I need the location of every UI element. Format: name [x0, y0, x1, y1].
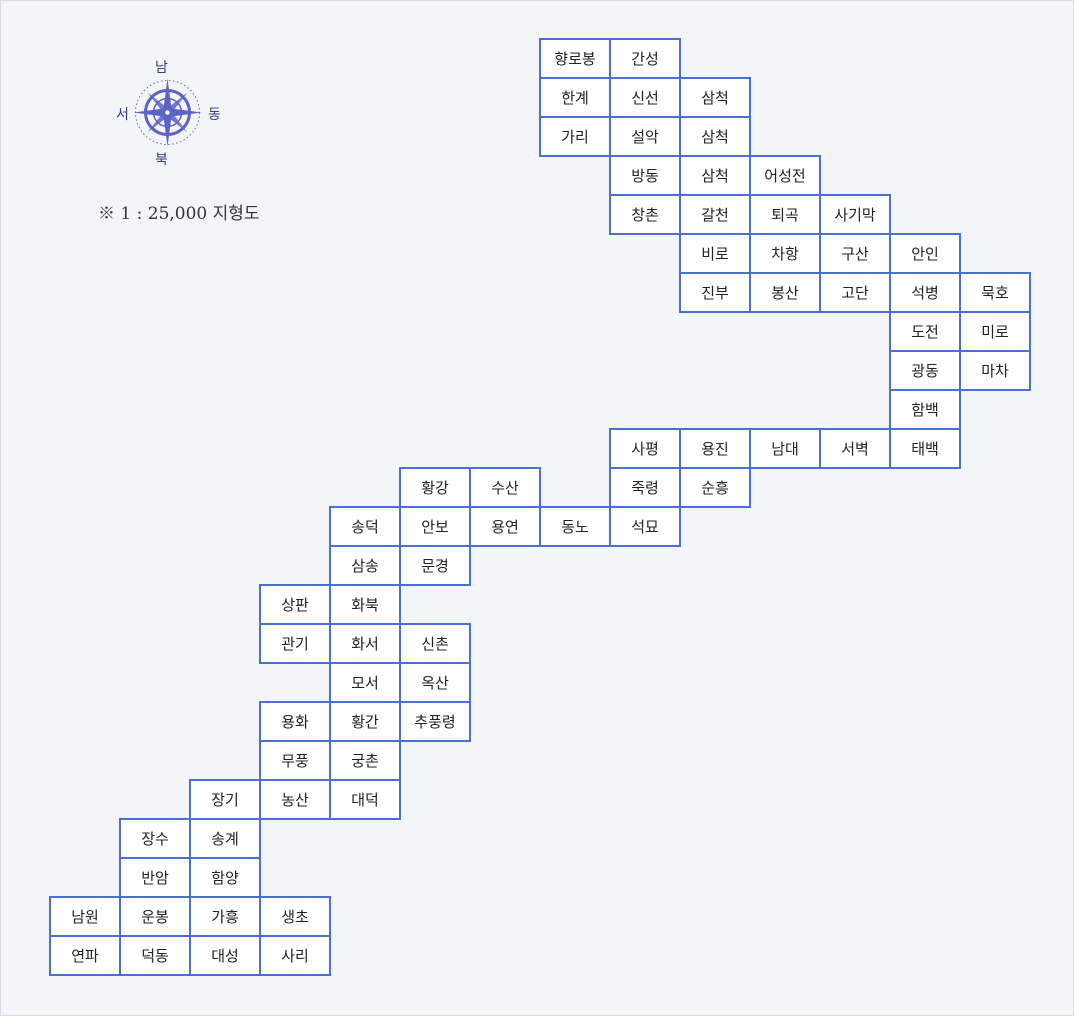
map-sheet-cell[interactable]: 묵호 — [959, 272, 1031, 313]
map-sheet-cell[interactable]: 상판 — [259, 584, 331, 625]
map-sheet-cell[interactable]: 생초 — [259, 896, 331, 937]
map-sheet-cell[interactable]: 한계 — [539, 77, 611, 118]
map-sheet-cell[interactable]: 비로 — [679, 233, 751, 274]
map-sheet-cell[interactable]: 사기막 — [819, 194, 891, 235]
map-sheet-cell[interactable]: 태백 — [889, 428, 961, 469]
compass-label-left: 서 — [116, 107, 129, 123]
map-sheet-cell[interactable]: 구산 — [819, 233, 891, 274]
map-sheet-cell[interactable]: 사평 — [609, 428, 681, 469]
map-sheet-cell[interactable]: 석묘 — [609, 506, 681, 547]
map-sheet-cell[interactable]: 문경 — [399, 545, 471, 586]
map-sheet-cell[interactable]: 설악 — [609, 116, 681, 157]
map-sheet-cell[interactable]: 운봉 — [119, 896, 191, 937]
map-sheet-cell[interactable]: 화북 — [329, 584, 401, 625]
map-sheet-cell[interactable]: 용연 — [469, 506, 541, 547]
map-sheet-cell[interactable]: 송덕 — [329, 506, 401, 547]
map-sheet-cell[interactable]: 방동 — [609, 155, 681, 196]
map-sheet-cell[interactable]: 덕동 — [119, 935, 191, 976]
map-sheet-cell[interactable]: 서벽 — [819, 428, 891, 469]
map-sheet-cell[interactable]: 함백 — [889, 389, 961, 430]
compass-label-top: 남 — [155, 60, 168, 76]
map-sheet-cell[interactable]: 삼척 — [679, 116, 751, 157]
map-sheet-cell[interactable]: 연파 — [49, 935, 121, 976]
map-sheet-cell[interactable]: 광동 — [889, 350, 961, 391]
map-sheet-cell[interactable]: 퇴곡 — [749, 194, 821, 235]
map-sheet-cell[interactable]: 용진 — [679, 428, 751, 469]
map-sheet-cell[interactable]: 농산 — [259, 779, 331, 820]
map-sheet-cell[interactable]: 안보 — [399, 506, 471, 547]
compass-rose-icon — [110, 55, 225, 170]
map-sheet-cell[interactable]: 순흥 — [679, 467, 751, 508]
map-sheet-cell[interactable]: 가리 — [539, 116, 611, 157]
map-sheet-cell[interactable]: 신촌 — [399, 623, 471, 664]
map-sheet-cell[interactable]: 갈천 — [679, 194, 751, 235]
map-sheet-cell[interactable]: 황강 — [399, 467, 471, 508]
map-sheet-cell[interactable]: 마차 — [959, 350, 1031, 391]
map-sheet-cell[interactable]: 신선 — [609, 77, 681, 118]
map-sheet-cell[interactable]: 가흥 — [189, 896, 261, 937]
map-sheet-cell[interactable]: 화서 — [329, 623, 401, 664]
map-sheet-cell[interactable]: 창촌 — [609, 194, 681, 235]
map-sheet-cell[interactable]: 궁촌 — [329, 740, 401, 781]
compass-label-bottom: 북 — [155, 152, 168, 168]
map-sheet-cell[interactable]: 죽령 — [609, 467, 681, 508]
scale-note: ※ 1 : 25,000 지형도 — [98, 204, 260, 224]
map-sheet-cell[interactable]: 삼송 — [329, 545, 401, 586]
map-sheet-cell[interactable]: 남원 — [49, 896, 121, 937]
map-sheet-cell[interactable]: 차항 — [749, 233, 821, 274]
map-sheet-cell[interactable]: 안인 — [889, 233, 961, 274]
compass-label-right: 동 — [208, 107, 221, 123]
map-sheet-cell[interactable]: 황간 — [329, 701, 401, 742]
map-sheet-cell[interactable]: 삼척 — [679, 155, 751, 196]
map-sheet-cell[interactable]: 삼척 — [679, 77, 751, 118]
map-sheet-cell[interactable]: 장수 — [119, 818, 191, 859]
map-sheet-cell[interactable]: 장기 — [189, 779, 261, 820]
map-sheet-cell[interactable]: 용화 — [259, 701, 331, 742]
map-sheet-cell[interactable]: 추풍령 — [399, 701, 471, 742]
map-sheet-cell[interactable]: 향로봉 — [539, 38, 611, 79]
map-sheet-cell[interactable]: 어성전 — [749, 155, 821, 196]
map-sheet-cell[interactable]: 함양 — [189, 857, 261, 898]
map-sheet-cell[interactable]: 미로 — [959, 311, 1031, 352]
map-sheet-cell[interactable]: 봉산 — [749, 272, 821, 313]
map-sheet-cell[interactable]: 송계 — [189, 818, 261, 859]
map-sheet-cell[interactable]: 대덕 — [329, 779, 401, 820]
map-sheet-cell[interactable]: 동노 — [539, 506, 611, 547]
map-sheet-cell[interactable]: 사리 — [259, 935, 331, 976]
map-sheet-cell[interactable]: 무풍 — [259, 740, 331, 781]
map-sheet-cell[interactable]: 수산 — [469, 467, 541, 508]
map-sheet-cell[interactable]: 옥산 — [399, 662, 471, 703]
map-sheet-cell[interactable]: 진부 — [679, 272, 751, 313]
map-sheet-cell[interactable]: 모서 — [329, 662, 401, 703]
map-sheet-cell[interactable]: 고단 — [819, 272, 891, 313]
map-sheet-cell[interactable]: 석병 — [889, 272, 961, 313]
map-sheet-cell[interactable]: 도전 — [889, 311, 961, 352]
map-sheet-cell[interactable]: 남대 — [749, 428, 821, 469]
map-sheet-cell[interactable]: 반암 — [119, 857, 191, 898]
map-sheet-cell[interactable]: 대성 — [189, 935, 261, 976]
map-sheet-cell[interactable]: 간성 — [609, 38, 681, 79]
map-sheet-cell[interactable]: 관기 — [259, 623, 331, 664]
